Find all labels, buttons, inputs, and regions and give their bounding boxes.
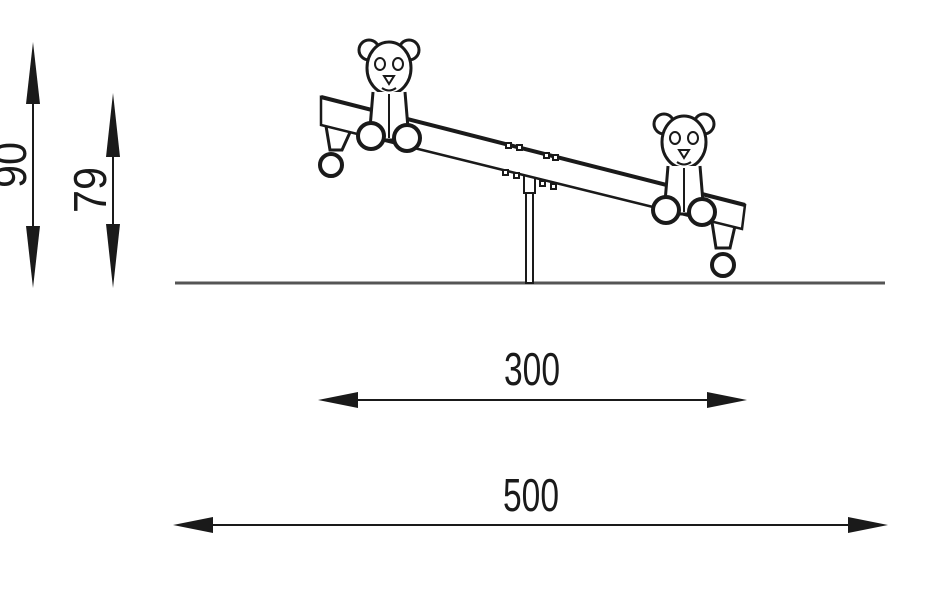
- dimension-label-79: 79: [64, 167, 116, 213]
- dimension-label-300: 300: [504, 343, 560, 395]
- dimension-beam-length: 300: [318, 343, 747, 408]
- dimension-seat-height: 79: [64, 93, 120, 288]
- right-handle-wheel: [710, 221, 737, 278]
- pivot-post: [523, 174, 536, 284]
- left-handle-wheel: [318, 119, 354, 178]
- left-bear-seat: [356, 38, 422, 153]
- dimension-total-length: 500: [173, 469, 888, 533]
- dimension-total-height: 90: [0, 42, 40, 288]
- beam-bolts: [502, 142, 559, 190]
- dimension-label-90: 90: [0, 142, 36, 188]
- dimension-label-500: 500: [503, 469, 559, 521]
- right-bear-seat: [651, 112, 717, 227]
